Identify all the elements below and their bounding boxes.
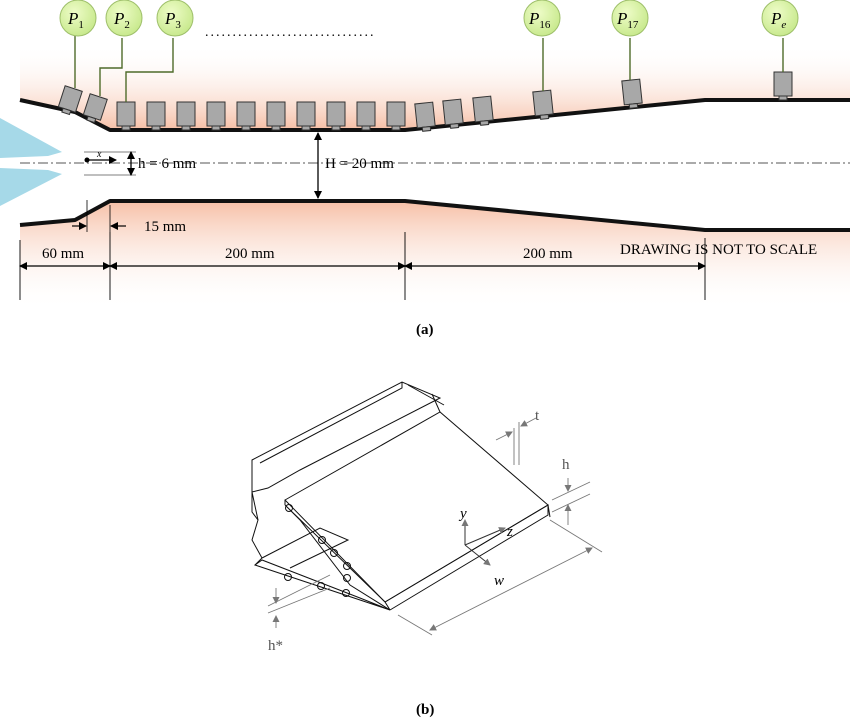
transducer (532, 89, 554, 120)
x-axis-label: x (96, 149, 102, 160)
t-dimension (495, 417, 537, 465)
sensor-ball-p17 (611, 0, 649, 37)
transducer (116, 101, 136, 131)
z-axis-arrow (464, 527, 506, 546)
sensor-ball-pe (761, 0, 799, 37)
transducer-row (57, 71, 793, 132)
dim-60-label: 60 mm (42, 246, 84, 262)
transducer (236, 101, 256, 131)
sensor-ball-p3 (156, 0, 194, 37)
sensor-label-p3: P3 (164, 9, 181, 31)
label-hstar: h* (268, 638, 283, 654)
transducer (386, 101, 406, 131)
transducer (773, 71, 793, 101)
sensor-label-p17: P17 (616, 9, 639, 31)
transducer (266, 101, 286, 131)
jet-upper (0, 118, 62, 158)
label-y: y (458, 506, 467, 522)
transducer (82, 93, 108, 124)
w-axis-arrow (464, 544, 491, 566)
transducer (621, 78, 643, 109)
sensor-stems (74, 30, 784, 102)
sensor-label-p16: P16 (528, 9, 551, 31)
transducer (176, 101, 196, 131)
transducer (326, 101, 346, 131)
sensor-balls (59, 0, 799, 37)
sensor-label-p2: P2 (113, 9, 130, 31)
transducer (414, 101, 436, 132)
dim-200b-label: 200 mm (523, 246, 573, 262)
label-w: w (494, 573, 504, 589)
label-t: t (535, 408, 540, 424)
bolt-holes (284, 504, 351, 597)
transducer (146, 101, 166, 131)
H-dimension-label: H = 20 mm (325, 156, 394, 172)
transducer (356, 101, 376, 131)
dim-200a-label: 200 mm (225, 246, 275, 262)
sensor-ball-p16 (523, 0, 561, 37)
transducer (57, 85, 83, 116)
upper-wall-region (20, 45, 850, 130)
panel-a: P1 P2 P3 P16 P17 Pe ....................… (0, 0, 850, 338)
sensor-ellipsis: ............................... (205, 25, 376, 40)
jet-lower (0, 168, 62, 206)
h-thickness-dimension (551, 478, 591, 525)
support-web-lower (253, 559, 391, 611)
scale-note: DRAWING IS NOT TO SCALE (620, 242, 817, 258)
transducer (442, 98, 464, 129)
sensor-ball-p2 (105, 0, 143, 37)
sensor-label-p1: P1 (67, 9, 84, 31)
sensor-label-pe: Pe (770, 9, 786, 31)
transducer (206, 101, 226, 131)
label-h: h (562, 457, 570, 473)
w-dimension (397, 519, 603, 636)
label-z: z (506, 524, 513, 540)
transducer (472, 95, 494, 126)
lower-wall (19, 199, 850, 232)
support-web-upper (284, 504, 391, 611)
caption-a: (a) (416, 322, 434, 338)
h-dimension-label: h = 6 mm (138, 156, 196, 172)
transducer (296, 101, 316, 131)
bottom-dimensions (19, 232, 706, 300)
panel-b (251, 381, 603, 636)
sensor-ball-p1 (59, 0, 97, 37)
lower-wall-region (20, 201, 850, 310)
dim-15-label: 15 mm (144, 219, 186, 235)
caption-b: (b) (416, 702, 434, 718)
hstar-dimension (267, 574, 331, 628)
